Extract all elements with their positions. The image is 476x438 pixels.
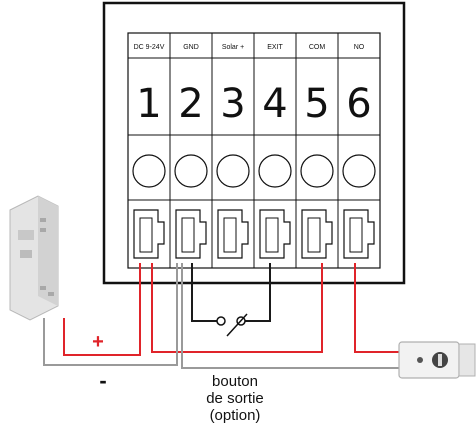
terminal-number: 5 [304, 81, 329, 127]
lock-icon [398, 341, 476, 379]
terminal-1: DC 9-24V 1 [132, 44, 166, 259]
terminal-clamp-slot [265, 217, 279, 253]
caption-line-2: de sortie [206, 390, 264, 407]
terminal-number: 3 [220, 81, 245, 127]
exit-button-caption: bouton de sortie (option) [180, 373, 290, 424]
power-supply-icon [9, 195, 59, 321]
terminal-screw [258, 154, 292, 188]
terminal-screw [216, 154, 250, 188]
minus-sign: - [99, 368, 106, 393]
terminal-number: 2 [178, 81, 203, 127]
terminal-screw [342, 154, 376, 188]
gray-wire-lock [181, 263, 400, 369]
switch-icon [216, 313, 248, 337]
terminal-clamp-slot [181, 217, 195, 253]
terminal-6: NO 6 [337, 33, 376, 268]
terminal-label: GND [183, 44, 199, 51]
terminal-screw [132, 154, 166, 188]
plus-sign: + [92, 331, 104, 353]
terminal-5: COM 5 [295, 33, 334, 268]
red-wire-no [354, 263, 400, 353]
caption-line-3: (option) [209, 407, 261, 424]
black-wire-exit [245, 263, 271, 322]
red-wires [63, 263, 400, 356]
terminal-clamp-slot [223, 217, 237, 253]
gray-wire-minus [43, 263, 178, 366]
terminal-label: COM [309, 44, 326, 51]
terminal-clamp-slot [349, 217, 363, 253]
terminal-label: Solar + [222, 44, 244, 51]
terminal-label: DC 9-24V [134, 44, 165, 51]
terminal-clamp-slot [307, 217, 321, 253]
terminal-label: NO [354, 44, 365, 51]
terminal-2: GND 2 [169, 33, 208, 268]
terminal-screw [300, 154, 334, 188]
black-wire-gnd [191, 263, 217, 322]
caption-line-1: bouton [212, 373, 258, 390]
terminal-clamp-slot [139, 217, 153, 253]
terminal-number: 6 [346, 81, 371, 127]
black-wires [191, 263, 271, 322]
red-wire-com [151, 263, 323, 353]
terminal-screw [174, 154, 208, 188]
terminal-number: 4 [262, 81, 287, 127]
terminal-3: Solar + 3 [211, 33, 250, 268]
terminal-4: EXIT 4 [253, 33, 292, 268]
terminal-label: EXIT [267, 44, 283, 51]
gray-wires [43, 263, 400, 369]
terminal-columns: DC 9-24V 1 GND 2 Solar + 3 EXIT 4 COM 5 NO 6 [132, 33, 376, 268]
red-wire-plus [63, 263, 141, 356]
terminal-number: 1 [136, 81, 161, 127]
